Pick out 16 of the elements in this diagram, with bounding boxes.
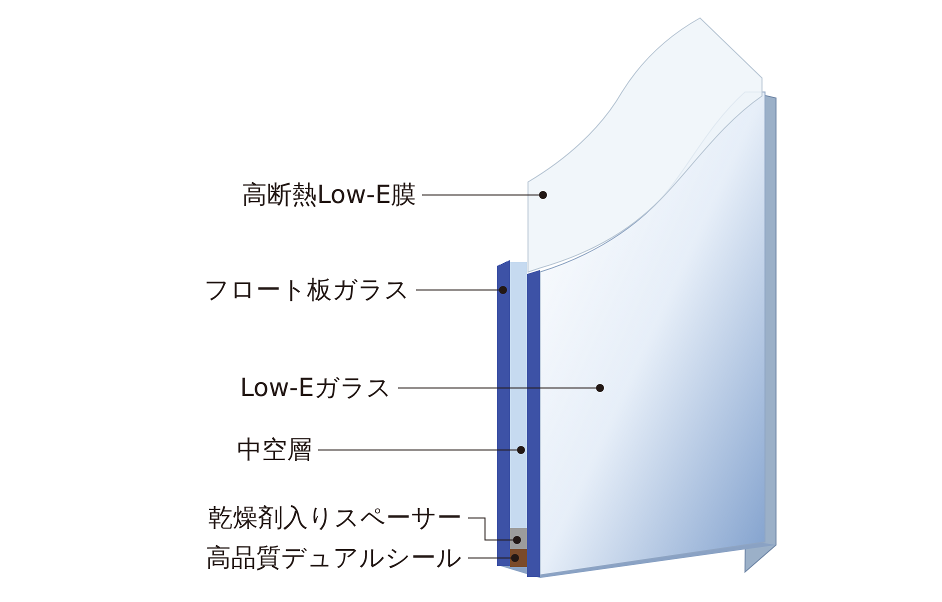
- leader-line: [468, 518, 521, 544]
- leader-line: [318, 446, 525, 454]
- part-label: 高断熱Low-E膜: [242, 180, 416, 210]
- air-gap: [510, 262, 527, 528]
- part-label: 乾燥剤入りスペーサー: [208, 503, 462, 533]
- glass-edge: [497, 260, 510, 566]
- leader-line: [398, 384, 604, 392]
- glass-pane: [527, 92, 766, 577]
- part-label: 中空層: [237, 435, 312, 465]
- part-label: フロート板ガラス: [204, 275, 410, 305]
- part-label: Low-Eガラス: [240, 373, 392, 403]
- leader-line: [468, 554, 519, 562]
- leader-line: [416, 286, 507, 294]
- leader-line: [422, 191, 547, 199]
- part-label: 高品質デュアルシール: [206, 543, 462, 573]
- coating-film: [528, 18, 762, 272]
